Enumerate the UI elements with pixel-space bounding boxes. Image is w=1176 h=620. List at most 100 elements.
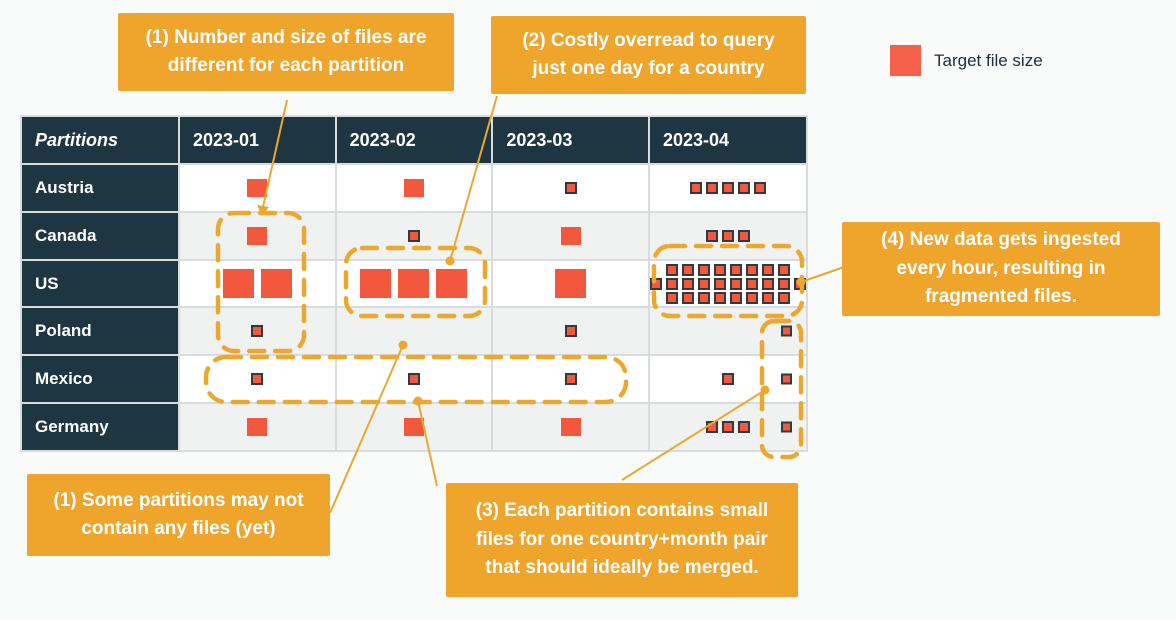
row-label: Mexico xyxy=(22,356,178,403)
file-square xyxy=(690,181,702,194)
callout-note4: (4) New data gets ingested every hour, r… xyxy=(842,222,1160,316)
file-square xyxy=(722,229,734,242)
legend: Target file size xyxy=(890,45,1043,76)
file-square-row xyxy=(666,291,790,304)
table-cell xyxy=(336,260,492,307)
file-square xyxy=(778,277,790,290)
new-ingested-file-square xyxy=(781,421,792,433)
table-cell xyxy=(180,404,335,450)
file-square xyxy=(666,291,678,304)
table-cell xyxy=(180,165,335,211)
file-square-row xyxy=(722,373,734,386)
file-square xyxy=(730,291,742,304)
file-square xyxy=(650,277,662,290)
file-square-row xyxy=(706,421,750,434)
file-square xyxy=(403,178,424,197)
file-square xyxy=(682,263,694,276)
file-square-row xyxy=(247,178,268,197)
table-cell xyxy=(336,212,492,259)
file-square-row xyxy=(555,269,587,299)
file-square xyxy=(714,277,726,290)
legend-label: Target file size xyxy=(934,50,1043,70)
callout-note3: (3) Each partition contains small files … xyxy=(446,483,798,597)
file-square xyxy=(666,277,678,290)
file-square xyxy=(730,263,742,276)
table-cell xyxy=(336,165,492,211)
file-square xyxy=(762,291,774,304)
file-square xyxy=(746,291,758,304)
column-header: 2023-01 xyxy=(180,117,335,163)
partitions-header: Partitions xyxy=(22,117,178,163)
file-square xyxy=(714,263,726,276)
file-square-row xyxy=(407,373,420,386)
file-square xyxy=(682,291,694,304)
file-square xyxy=(778,263,790,276)
table-cell xyxy=(493,356,648,403)
file-square xyxy=(706,421,718,434)
table-cell xyxy=(650,165,806,211)
file-square xyxy=(698,263,710,276)
file-square xyxy=(706,181,718,194)
file-square-row xyxy=(247,226,268,245)
file-square xyxy=(698,291,710,304)
file-square xyxy=(730,277,742,290)
row-label: Austria xyxy=(22,165,178,211)
file-square xyxy=(738,181,750,194)
file-square xyxy=(403,418,424,437)
new-ingested-file-square xyxy=(781,325,792,337)
file-square xyxy=(778,291,790,304)
file-square-row xyxy=(560,226,581,245)
file-square xyxy=(698,277,710,290)
file-square-row xyxy=(690,181,766,194)
file-square-row xyxy=(403,178,424,197)
file-square xyxy=(714,291,726,304)
file-square xyxy=(666,263,678,276)
row-label: Canada xyxy=(22,212,178,259)
file-square xyxy=(794,277,806,290)
file-square xyxy=(560,226,581,245)
table-cell xyxy=(180,260,335,307)
file-square-row xyxy=(706,229,750,242)
table-cell xyxy=(650,308,806,355)
file-square xyxy=(360,269,392,299)
file-square-row xyxy=(564,373,577,386)
file-square xyxy=(564,373,577,386)
file-square xyxy=(222,269,254,299)
file-square-row xyxy=(360,269,468,299)
new-ingested-file-square xyxy=(781,373,792,385)
file-square xyxy=(247,418,268,437)
file-square-row xyxy=(407,229,420,242)
file-square xyxy=(754,181,766,194)
file-square xyxy=(722,373,734,386)
file-square xyxy=(555,269,587,299)
file-square xyxy=(398,269,430,299)
file-square xyxy=(746,263,758,276)
file-square xyxy=(706,229,718,242)
file-square xyxy=(436,269,468,299)
file-square-row xyxy=(564,325,577,338)
column-header: 2023-04 xyxy=(650,117,806,163)
row-label: Germany xyxy=(22,404,178,450)
table-cell xyxy=(650,404,806,450)
file-square xyxy=(560,418,581,437)
file-square xyxy=(722,181,734,194)
file-square-row xyxy=(403,418,424,437)
table-cell xyxy=(493,212,648,259)
file-square xyxy=(682,277,694,290)
table-cell xyxy=(650,260,806,307)
table-cell xyxy=(650,212,806,259)
file-square-row xyxy=(564,181,577,194)
file-square xyxy=(247,226,268,245)
column-header: 2023-02 xyxy=(336,117,492,163)
file-square-row xyxy=(650,277,806,290)
file-square-row xyxy=(222,269,292,299)
table-cell xyxy=(493,165,648,211)
table-cell xyxy=(493,404,648,450)
callout-note1-bottom: (1) Some partitions may not contain any … xyxy=(27,474,330,556)
table-cell xyxy=(336,308,492,355)
table-cell xyxy=(336,356,492,403)
file-square xyxy=(762,263,774,276)
table-cell xyxy=(650,356,806,403)
